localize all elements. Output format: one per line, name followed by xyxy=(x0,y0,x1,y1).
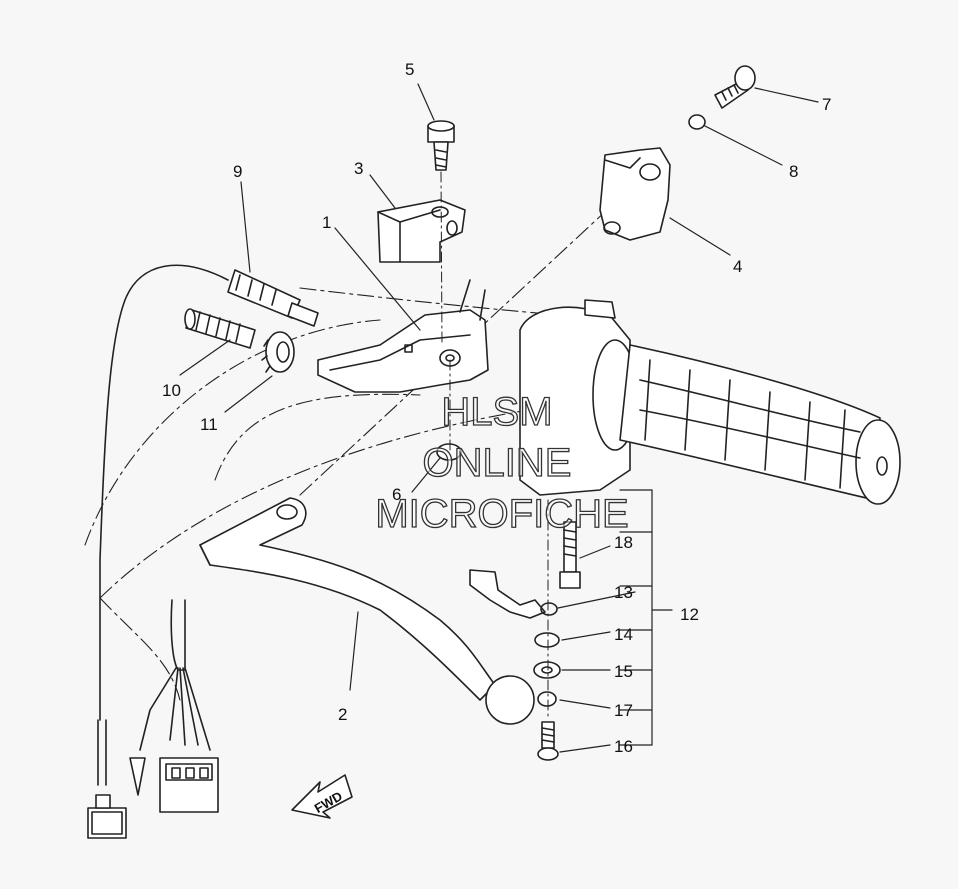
pivot-bolt-part-5 xyxy=(427,120,455,171)
screw-part-18 xyxy=(559,521,581,589)
watermark: HLSM ONLINE MICROFICHE xyxy=(375,389,630,536)
clamp-screw-part-7 xyxy=(714,65,756,109)
watermark-line-3: MICROFICHE xyxy=(375,492,628,536)
switch-wiring-harness xyxy=(129,599,219,813)
callout-9[interactable]: 9 xyxy=(233,162,242,181)
screw-part-16 xyxy=(537,721,559,761)
callout-2[interactable]: 2 xyxy=(338,705,347,724)
callout-15[interactable]: 15 xyxy=(614,662,633,681)
clutch-lever-part-2 xyxy=(199,497,535,725)
callout-6[interactable]: 6 xyxy=(392,485,401,504)
assembly-axes xyxy=(440,171,549,721)
watermark-line-1: HLSM xyxy=(441,390,552,434)
callout-16[interactable]: 16 xyxy=(614,737,633,756)
callout-18[interactable]: 18 xyxy=(614,533,633,552)
handlebar-grip xyxy=(619,344,901,505)
lever-holder-part-3 xyxy=(377,199,466,263)
washer-part-6 xyxy=(436,443,462,461)
washer-part-14 xyxy=(534,632,560,648)
watermark-line-2: ONLINE xyxy=(423,441,572,485)
callout-11[interactable]: 11 xyxy=(200,415,218,434)
cable-connector-single xyxy=(87,794,127,839)
callout-17[interactable]: 17 xyxy=(614,701,633,720)
callout-13[interactable]: 13 xyxy=(614,583,633,602)
callout-14[interactable]: 14 xyxy=(614,625,633,644)
callout-8[interactable]: 8 xyxy=(789,162,798,181)
callout-5[interactable]: 5 xyxy=(405,60,414,79)
callout-12[interactable]: 12 xyxy=(680,605,699,624)
callout-10[interactable]: 10 xyxy=(162,381,181,400)
callout-4[interactable]: 4 xyxy=(733,257,742,276)
callout-7[interactable]: 7 xyxy=(822,95,831,114)
washer-part-8 xyxy=(688,114,706,130)
leader-lines xyxy=(179,83,819,753)
callout-3[interactable]: 3 xyxy=(354,159,363,178)
callout-1[interactable]: 1 xyxy=(322,213,331,232)
locknut-part-11 xyxy=(261,331,295,373)
cable-adjuster-part-9 xyxy=(97,264,319,786)
adjuster-screw-part-10 xyxy=(184,308,256,349)
lever-bracket-part-1 xyxy=(317,279,489,393)
switch-clamp-part-4 xyxy=(599,147,671,241)
lock-washer-part-15 xyxy=(533,661,561,679)
callout-numbers: 1 2 3 4 5 6 7 8 9 10 11 12 13 14 15 16 1… xyxy=(162,60,831,756)
switch-plate-part-13 xyxy=(469,569,558,619)
spring-washer-part-17 xyxy=(537,691,557,707)
forward-direction-arrow[interactable] xyxy=(291,774,353,819)
